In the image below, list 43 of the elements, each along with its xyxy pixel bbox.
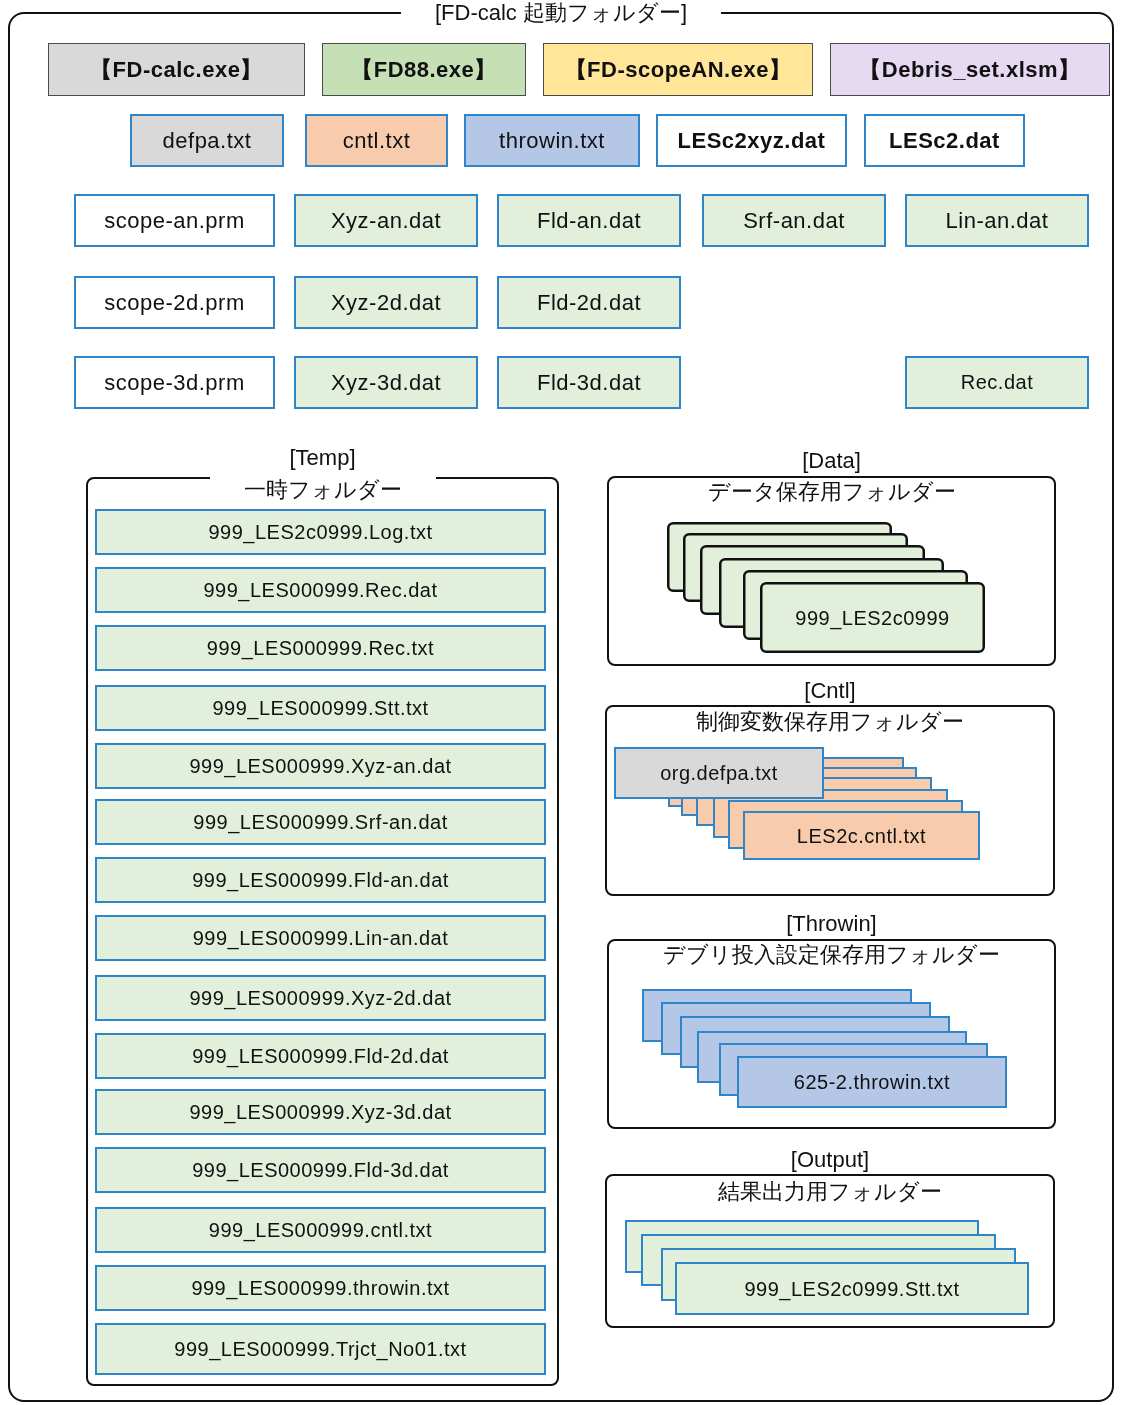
file-box: 999_LES000999.cntl.txt [95,1207,546,1253]
file-box: 999_LES000999.Trjct_No01.txt [95,1323,546,1375]
program-file-box: 【FD-scopeAN.exe】 [543,43,813,96]
file-box: Xyz-an.dat [294,194,478,247]
file-name: 999_LES2c0999.Stt.txt [744,1276,960,1301]
file-box: 999_LES000999.Xyz-3d.dat [95,1089,546,1135]
file-box: Xyz-3d.dat [294,356,478,409]
file-box: LESc2xyz.dat [656,114,847,167]
file-box: 999_LES000999.Lin-an.dat [95,915,546,961]
program-file-box: 【FD-calc.exe】 [48,43,305,96]
file-box: 999_LES000999.Fld-3d.dat [95,1147,546,1193]
file-name: LES2c.cntl.txt [796,823,927,848]
file-box: scope-2d.prm [74,276,275,329]
file-box: 999_LES000999.Xyz-an.dat [95,743,546,789]
folder-title: [FD-calc 起動フォルダー] [400,0,722,26]
file-box: scope-an.prm [74,194,275,247]
file-name: 999_LES2c0999 [795,605,950,630]
program-file-box: 【Debris_set.xlsm】 [830,43,1110,96]
folder-title: 一時フォルダー [209,477,436,503]
file-box: Rec.dat [905,356,1089,409]
file-box: 999_LES000999.Xyz-2d.dat [95,975,546,1021]
file-box: LESc2.dat [864,114,1025,167]
file-box: 999_LES000999.Fld-2d.dat [95,1033,546,1079]
file-box: 999_LES000999.Rec.dat [95,567,546,613]
file-box: 999_LES000999.Fld-an.dat [95,857,546,903]
file-box: Fld-an.dat [497,194,681,247]
file-name: 625-2.throwin.txt [793,1070,951,1094]
file-box: Xyz-2d.dat [294,276,478,329]
file-box: Srf-an.dat [702,194,886,247]
file-box: 999_LES000999.throwin.txt [95,1265,546,1311]
file-box: 999_LES000999.Stt.txt [95,685,546,731]
program-file-box: 【FD88.exe】 [322,43,526,96]
file-box: defpa.txt [130,114,284,167]
file-box: org.defpa.txt [614,747,824,799]
file-box: 999_LES000999.Rec.txt [95,625,546,671]
file-box: Fld-2d.dat [497,276,681,329]
file-box: scope-3d.prm [74,356,275,409]
file-box: cntl.txt [305,114,448,167]
file-box: throwin.txt [464,114,640,167]
file-box: Fld-3d.dat [497,356,681,409]
file-box: Lin-an.dat [905,194,1089,247]
file-box: 999_LES2c0999.Log.txt [95,509,546,555]
file-box: 999_LES000999.Srf-an.dat [95,799,546,845]
